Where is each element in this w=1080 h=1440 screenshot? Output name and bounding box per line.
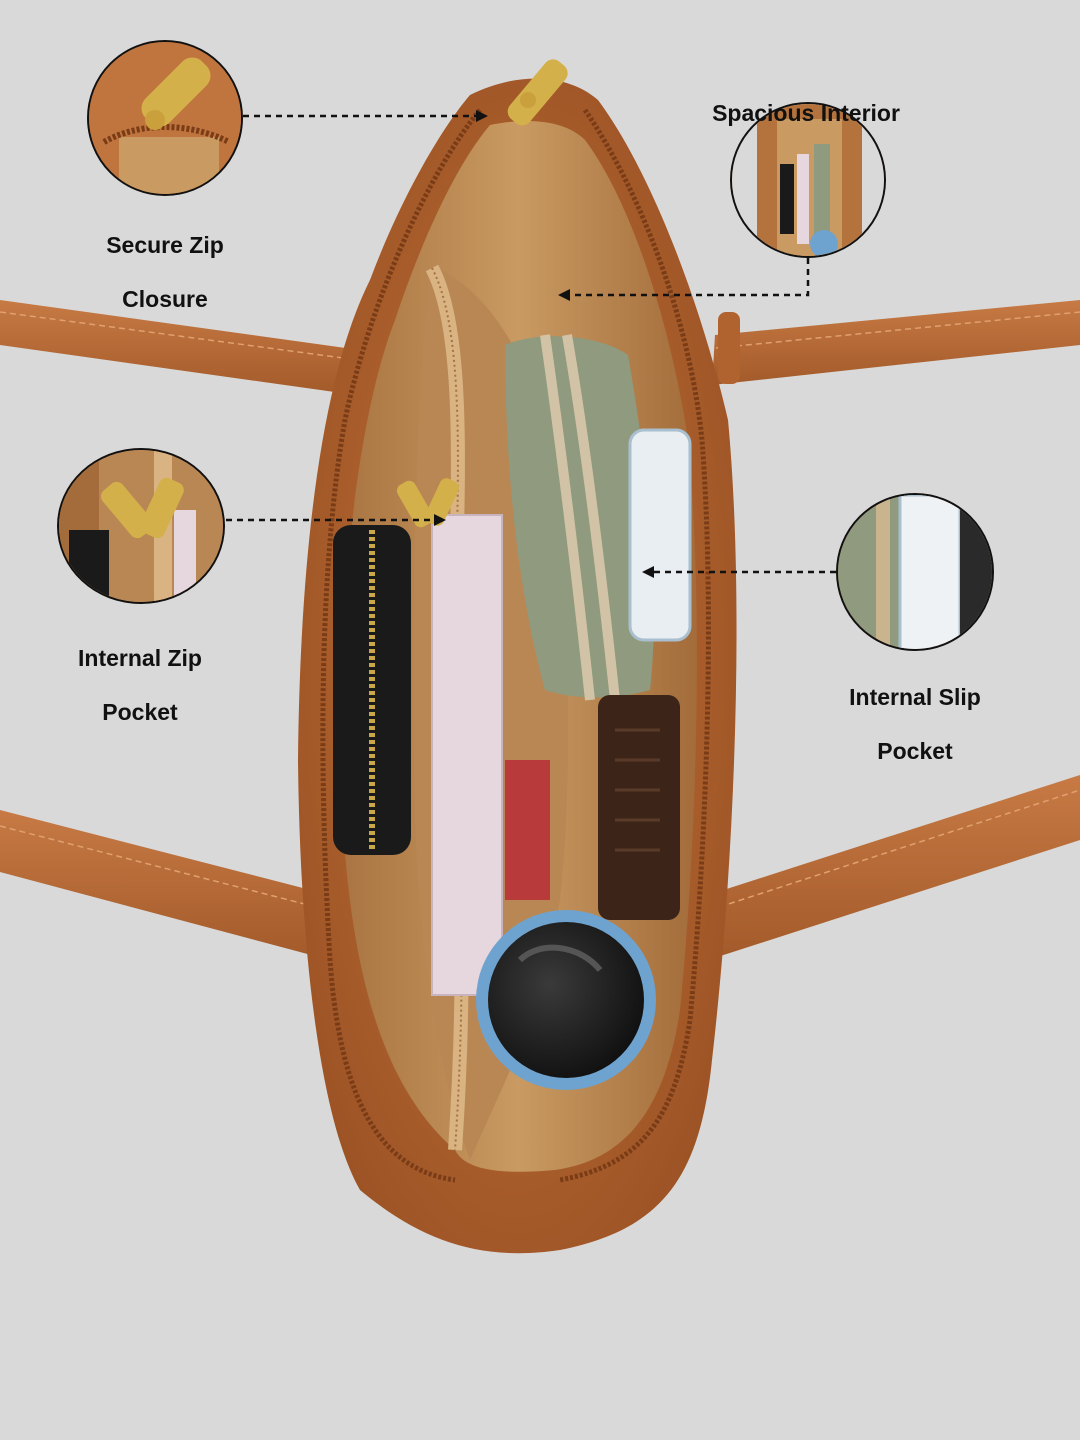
label-internal-zip-pocket-line2: Pocket <box>102 699 178 725</box>
slip-pocket-detail <box>838 495 992 649</box>
interior-detail <box>732 104 884 256</box>
right-strap-upper <box>712 300 1080 385</box>
inner-zip-pulls <box>396 478 459 528</box>
zip-pocket-detail <box>59 450 223 602</box>
sunglasses-case <box>476 910 656 1090</box>
label-secure-zip-closure-line2: Closure <box>122 286 208 312</box>
left-strap-upper <box>0 300 360 395</box>
pointer-lines <box>226 114 836 574</box>
right-strap-lower <box>708 775 1080 960</box>
label-internal-slip-pocket: Internal Slip Pocket <box>805 657 1025 792</box>
olive-pouch <box>505 334 654 701</box>
callout-slip-pocket <box>836 493 994 651</box>
left-strap-lower <box>0 810 330 960</box>
zip-closure-detail <box>89 42 241 194</box>
black-wallet <box>333 525 411 855</box>
label-internal-slip-pocket-line1: Internal Slip <box>849 684 981 710</box>
callout-interior <box>730 102 886 258</box>
white-power-bank <box>628 428 692 642</box>
callout-zip-pocket <box>57 448 225 604</box>
pointer-interior <box>570 258 810 297</box>
red-booklet <box>505 760 550 900</box>
pointer-arrowheads <box>434 110 654 578</box>
label-spacious-interior: Spacious Interior <box>690 73 922 154</box>
label-spacious-interior-line1: Spacious Interior <box>712 100 900 126</box>
top-zip-pull <box>507 59 568 126</box>
brown-card-holder <box>598 695 680 920</box>
label-internal-slip-pocket-line2: Pocket <box>877 738 953 764</box>
callout-zip-closure <box>87 40 243 196</box>
label-internal-zip-pocket-line1: Internal Zip <box>78 645 202 671</box>
label-secure-zip-closure-line1: Secure Zip <box>106 232 224 258</box>
pink-notebook <box>431 514 503 996</box>
label-secure-zip-closure: Secure Zip Closure <box>60 205 270 340</box>
label-internal-zip-pocket: Internal Zip Pocket <box>35 618 245 753</box>
main-zipper-left <box>320 108 482 1183</box>
main-zipper-right <box>559 108 711 1183</box>
